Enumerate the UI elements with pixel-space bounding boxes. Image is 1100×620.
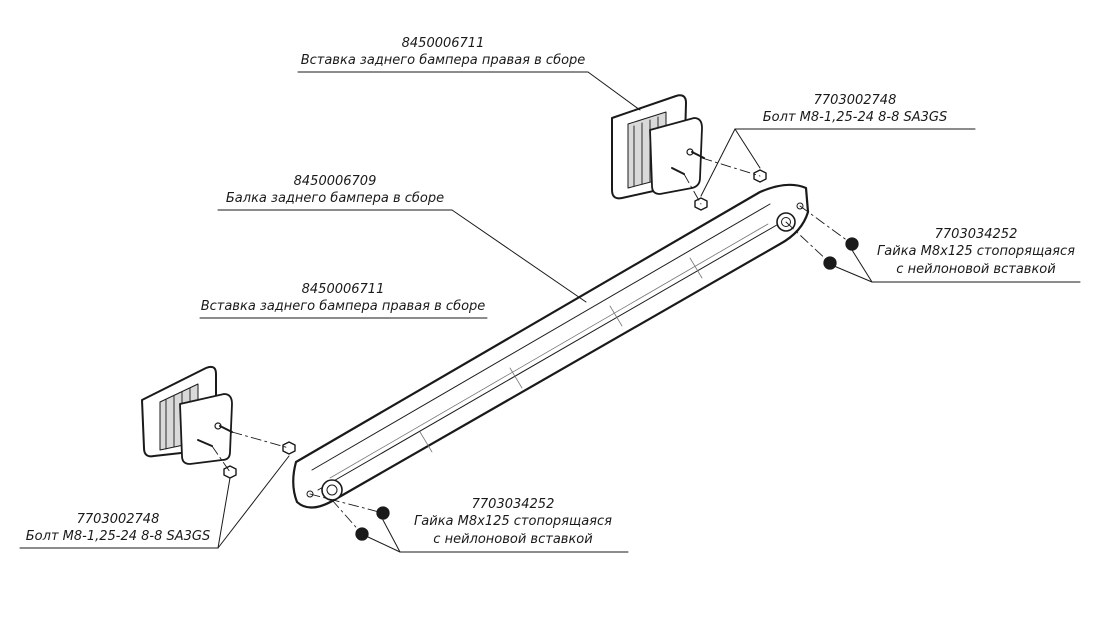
callout-beam-part-number: 8450006709: [293, 174, 377, 189]
bumper-beam: [292, 183, 810, 509]
callout-nut-upper-description-line2: с нейлоновой вставкой: [896, 262, 1056, 277]
callout-nut-upper-part-number: 7703034252: [934, 227, 1018, 242]
callout-bolt-upper-description: Болт М8-1,25-24 8-8 SA3GS: [762, 110, 948, 125]
callout-beam-description: Балка заднего бампера в сборе: [225, 191, 445, 206]
callout-nut-lower-part-number: 7703034252: [471, 497, 555, 512]
assembly-axis-lines: [211, 157, 853, 535]
callout-bolt-lower-description: Болт М8-1,25-24 8-8 SA3GS: [25, 529, 211, 544]
callout-bolt-lower-part-number: 7703002748: [76, 512, 160, 527]
leader-lines: [19, 71, 1081, 553]
callout-nut-lower-description-line2: с нейлоновой вставкой: [433, 532, 593, 547]
callout-insert-upper-description: Вставка заднего бампера правая в сборе: [300, 53, 586, 68]
callout-nut-lower-description-line1: Гайка М8х125 стопорящаяся: [414, 514, 612, 529]
callout-nut-upper-description-line1: Гайка М8х125 стопорящаяся: [877, 244, 1075, 259]
bumper-insert-lower: [141, 365, 233, 465]
callout-insert-upper-part-number: 8450006711: [401, 36, 485, 51]
callout-insert-lower-description: Вставка заднего бампера правая в сборе: [200, 299, 486, 314]
callout-bolt-upper-part-number: 7703002748: [813, 93, 897, 108]
callout-insert-lower-part-number: 8450006711: [301, 282, 385, 297]
bumper-insert-upper: [611, 94, 705, 200]
